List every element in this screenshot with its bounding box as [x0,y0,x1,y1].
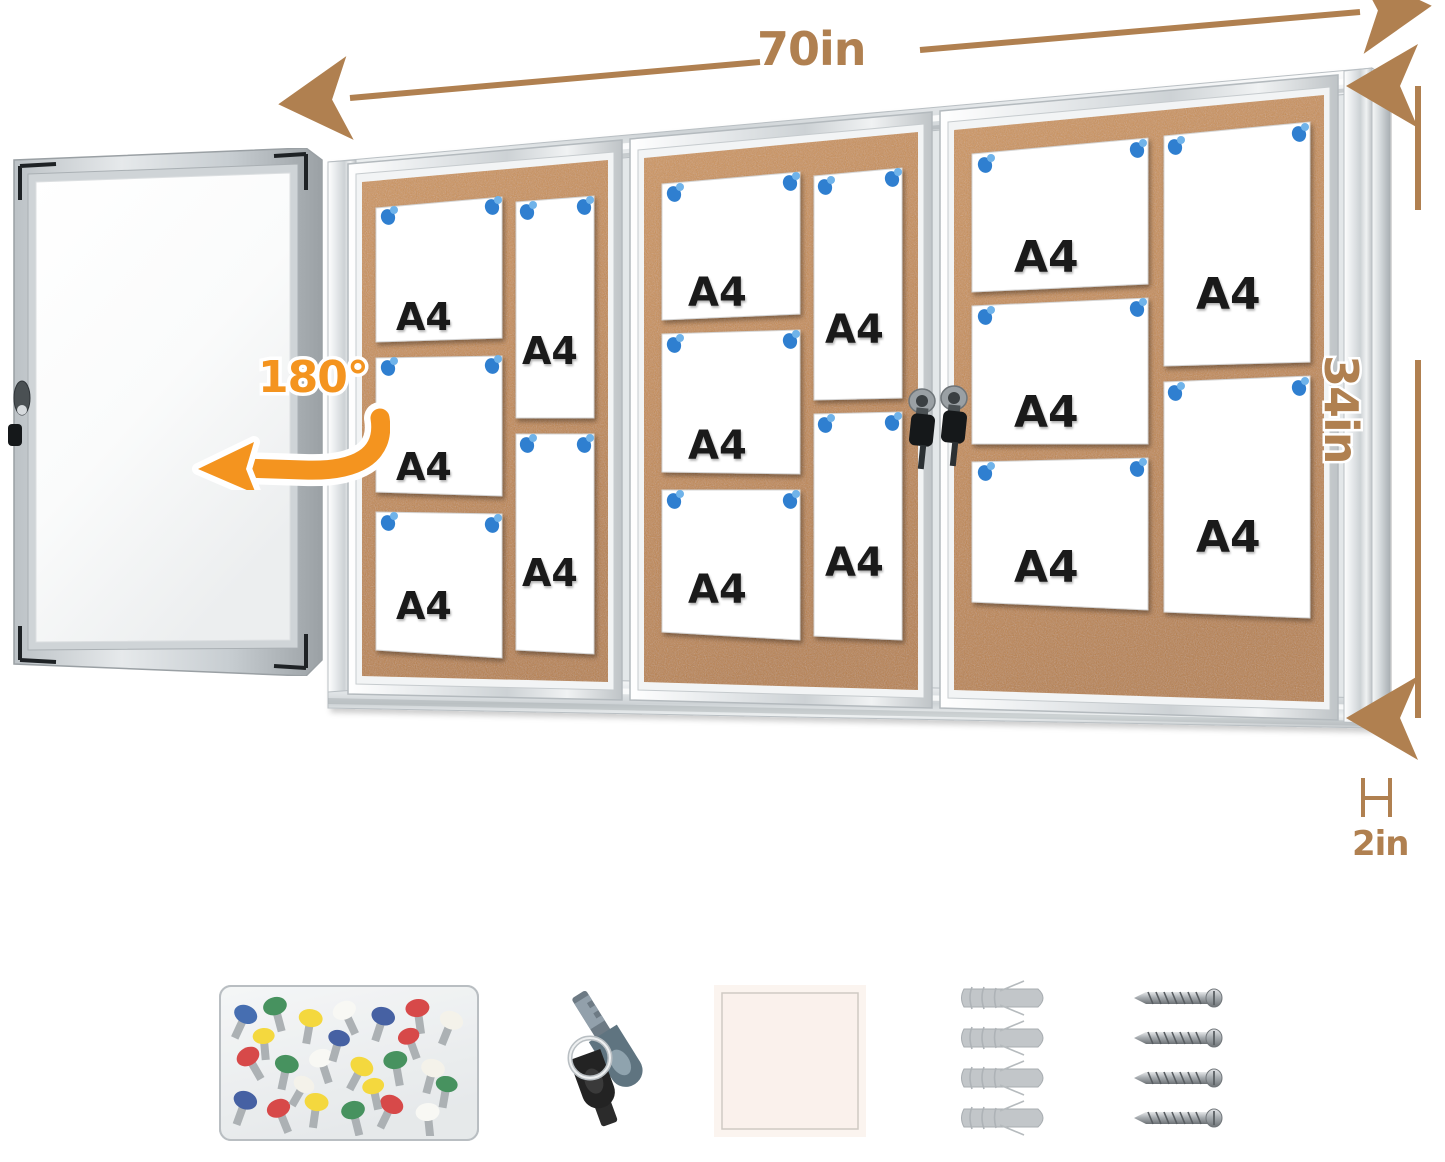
open-door-panel[interactable] [6,147,328,677]
a4-sheet-label: A4 [522,551,578,595]
lock-group [908,385,968,470]
door-lock-icon [8,380,31,446]
a4-sheet-label: A4 [1014,387,1079,438]
a4-sheet-label: A4 [1014,232,1079,283]
height-dimension-label: 34in [1312,353,1371,467]
a4-sheet-label: A4 [688,567,747,613]
bulletin-board-cabinet[interactable]: A4 A4 A4 A4 A4 A4 A4 A4 A4 A4 A4 A4 A4 A… [322,62,1392,752]
a4-sheet-label: A4 [396,295,452,339]
a4-sheet-label: A4 [396,584,452,628]
a4-sheet-label: A4 [1196,269,1261,320]
accessories-row [0,950,1445,1162]
a4-sheet-label: A4 [522,329,578,373]
a4-sheet-label: A4 [1014,542,1079,593]
depth-dimension-label: 2in [1350,822,1412,867]
depth-dimension-marker [1361,778,1392,817]
pushpin-box [214,978,484,1153]
cleaning-cloth [712,983,868,1144]
a4-sheet-label: A4 [1196,512,1261,563]
a4-sheet-label: A4 [396,445,452,489]
height-dimension-arrow [1346,44,1421,760]
rotation-arrow-icon [192,402,390,490]
width-dimension-label: 70in [755,20,870,79]
keys-icon [548,980,678,1145]
a4-sheet-label: A4 [825,540,884,586]
rotation-degrees-label: 180° [255,349,373,407]
a4-sheet-label: A4 [825,307,884,353]
a4-sheet-label: A4 [688,423,747,469]
screws [1130,975,1240,1145]
width-dimension-arrow [278,0,1432,140]
a4-sheet-label: A4 [688,270,747,316]
wall-anchors [958,975,1068,1145]
